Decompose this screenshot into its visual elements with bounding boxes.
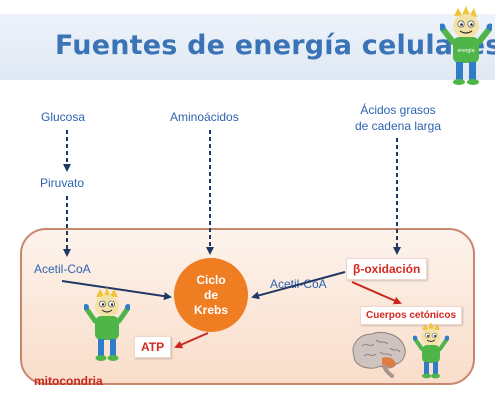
atp-label: ATP bbox=[134, 336, 172, 358]
brain-icon bbox=[352, 331, 406, 378]
krebs-line1: Ciclo bbox=[196, 272, 226, 287]
arrow-acetilcoa-krebs bbox=[61, 280, 172, 301]
glucosa-label: Glucosa bbox=[41, 110, 86, 124]
ketone-bodies-label: Cuerpos cetónicos bbox=[360, 306, 463, 325]
arrow-betaox-cuerpos bbox=[351, 281, 402, 305]
mitochondria-label: mitocondria bbox=[34, 374, 103, 388]
acetil-coa-left-label: Acetil-CoA bbox=[34, 262, 91, 276]
acidos-grasos-label: Ácidos grasos de cadena larga bbox=[348, 102, 448, 134]
page-title: Fuentes de energía celulares bbox=[55, 30, 495, 61]
acidos-grasos-line2: de cadena larga bbox=[354, 119, 442, 133]
acidos-grasos-line1: Ácidos grasos bbox=[360, 103, 436, 117]
arrow-betaox-krebs bbox=[251, 271, 346, 300]
beta-oxidation-label: β-oxidación bbox=[346, 258, 428, 280]
mascot-icon-left bbox=[84, 287, 130, 361]
krebs-cycle-circle: Ciclo de Krebs bbox=[174, 258, 248, 332]
mascot-icon-right bbox=[413, 322, 449, 379]
krebs-line3: Krebs bbox=[193, 302, 228, 317]
arrow-krebs-atp bbox=[174, 332, 209, 349]
aminoacidos-label: Aminoácidos bbox=[170, 110, 239, 124]
mascot-icon: energía bbox=[440, 6, 492, 85]
piruvato-label: Piruvato bbox=[40, 176, 85, 190]
krebs-line2: de bbox=[203, 287, 218, 302]
mascot-shirt-text: energía bbox=[458, 48, 475, 54]
title-band bbox=[0, 14, 495, 80]
